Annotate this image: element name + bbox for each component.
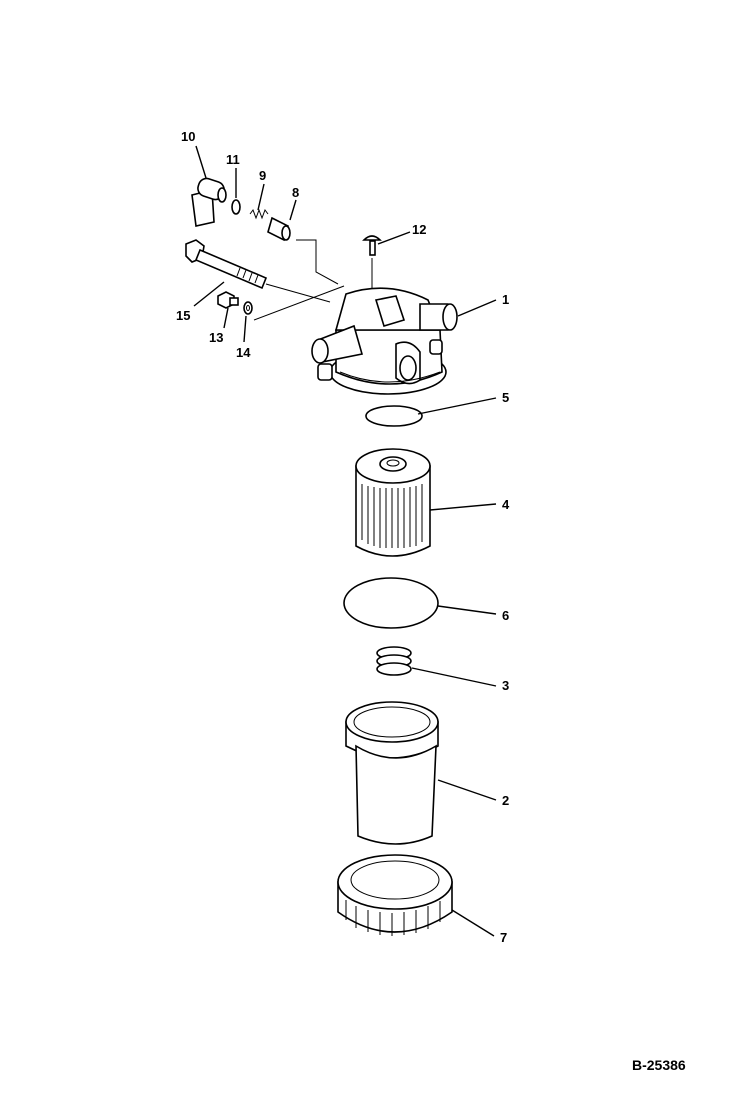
washer-icon: [243, 301, 253, 315]
callout-2: 2: [502, 793, 509, 808]
o-ring-icon: [365, 405, 423, 427]
bolt-icon: [185, 239, 268, 290]
callout-3: 3: [502, 678, 509, 693]
o-ring-icon: [231, 199, 241, 215]
drawing-code: B-25386: [632, 1057, 686, 1073]
sleeve-icon: [267, 216, 291, 242]
callout-6: 6: [502, 608, 509, 623]
callout-13: 13: [209, 330, 223, 345]
filter-element-icon: [355, 448, 431, 557]
callout-5: 5: [502, 390, 509, 405]
spring-icon: [376, 646, 412, 676]
filter-head-icon: [311, 287, 458, 395]
callout-14: 14: [236, 345, 251, 360]
callout-12: 12: [412, 222, 426, 237]
callout-10: 10: [181, 129, 195, 144]
callout-9: 9: [259, 168, 266, 183]
callout-8: 8: [292, 185, 299, 200]
plug-icon: [217, 291, 239, 309]
callout-7: 7: [500, 930, 507, 945]
ring-nut-icon: [337, 854, 453, 936]
callout-11: 11: [226, 152, 240, 167]
screw-icon: [362, 235, 382, 256]
elbow-icon: [191, 177, 227, 227]
bowl-icon: [345, 701, 439, 845]
spring-icon: [249, 208, 269, 220]
callout-1: 1: [502, 292, 509, 307]
callout-4: 4: [502, 497, 510, 512]
o-ring-icon: [343, 577, 439, 629]
callout-15: 15: [176, 308, 190, 323]
